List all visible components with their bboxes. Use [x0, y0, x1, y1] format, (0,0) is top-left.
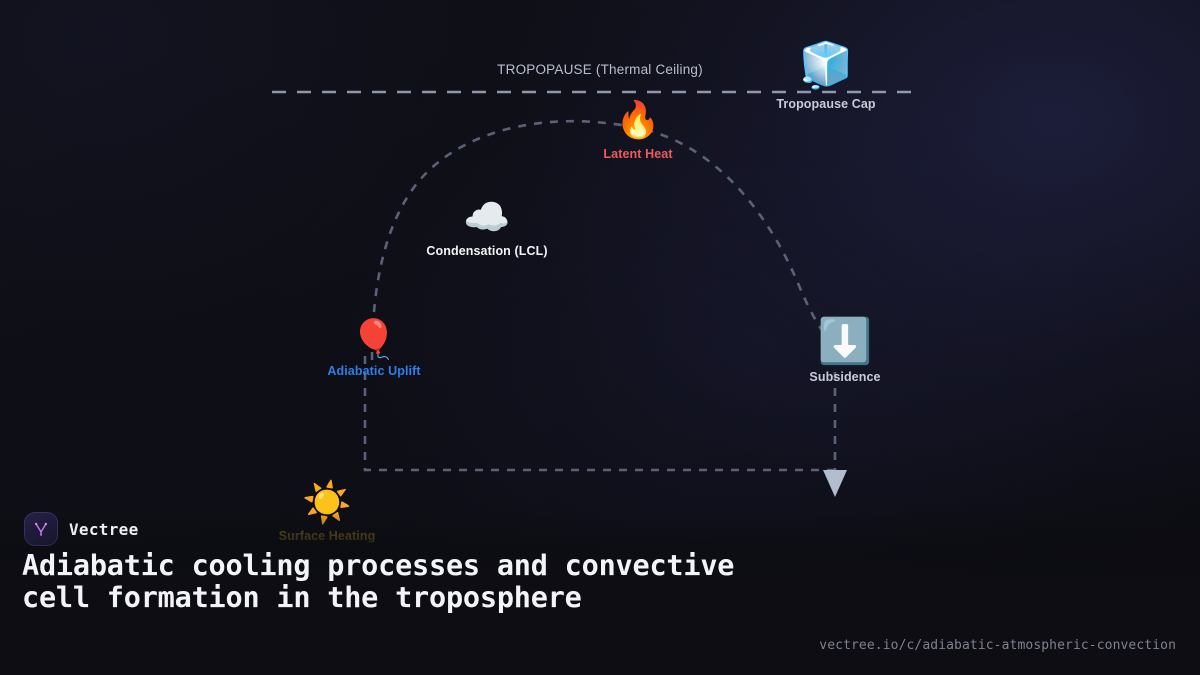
node-surface-heating[interactable]: ☀️ Surface Heating	[279, 483, 376, 543]
node-condensation[interactable]: ☁️ Condensation (LCL)	[426, 198, 547, 258]
node-label-adiabatic-uplift: Adiabatic Uplift	[327, 364, 421, 378]
down-arrow-icon: ⬇️	[817, 316, 873, 367]
sun-icon: ☀️	[302, 480, 352, 526]
node-tropopause-cap[interactable]: 🧊 Tropopause Cap	[776, 40, 876, 112]
brand: Vectree	[24, 512, 139, 546]
subsidence-arrowhead-icon	[823, 470, 847, 497]
node-label-subsidence: Subsidence	[809, 370, 881, 384]
cloud-icon: ☁️	[463, 195, 511, 239]
tropopause-boundary-label: TROPOPAUSE (Thermal Ceiling)	[497, 62, 703, 77]
vectree-tree-logo-icon	[24, 512, 58, 546]
node-label-latent-heat: Latent Heat	[603, 147, 673, 161]
node-latent-heat[interactable]: 🔥 Latent Heat	[603, 100, 673, 162]
node-adiabatic-uplift[interactable]: 🎈 Adiabatic Uplift	[327, 320, 420, 378]
page-title: Adiabatic cooling processes and convecti…	[22, 549, 735, 614]
node-label-tropopause-cap: Tropopause Cap	[776, 97, 876, 111]
convective-arc-path	[370, 119, 833, 361]
page-url: vectree.io/c/adiabatic-atmospheric-conve…	[819, 638, 1176, 653]
ice-cube-icon: 🧊	[798, 40, 854, 91]
fire-icon: 🔥	[615, 100, 661, 141]
brand-name: Vectree	[69, 519, 139, 539]
node-subsidence[interactable]: ⬇️ Subsidence	[809, 316, 881, 385]
balloon-icon: 🎈	[350, 317, 398, 361]
surface-return-path	[363, 352, 835, 472]
node-label-surface-heating: Surface Heating	[278, 529, 376, 543]
node-label-condensation: Condensation (LCL)	[426, 244, 548, 258]
